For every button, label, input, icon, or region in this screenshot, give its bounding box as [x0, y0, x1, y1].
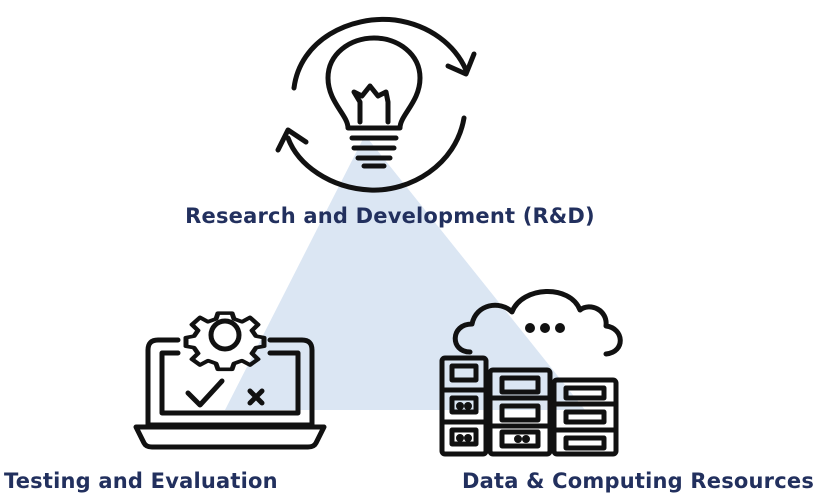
research-and-development-label: Research and Development (R&D): [185, 204, 595, 228]
lightbulb-cycle-icon: [270, 10, 490, 200]
laptop-gear-check-icon: [130, 285, 330, 460]
server-cloud-icon: [430, 280, 640, 460]
data-and-computing-resources-label: Data & Computing Resources: [462, 469, 815, 493]
testing-and-evaluation-label: Testing and Evaluation: [4, 469, 278, 493]
